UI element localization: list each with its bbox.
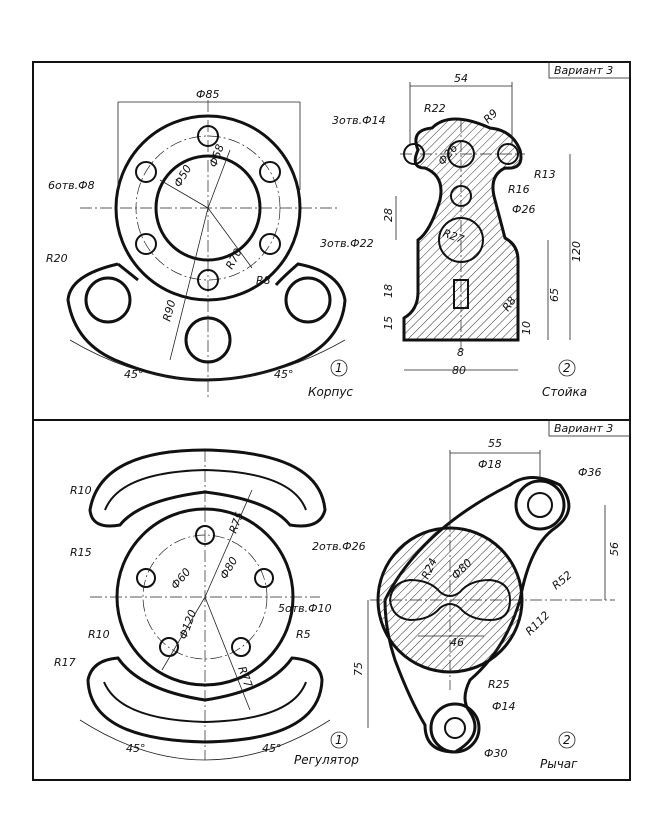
panel-2-variant: Вариант 3 — [554, 422, 613, 435]
regulyator-dim-45-left: 45° — [126, 742, 146, 755]
korpus-name: Корпус — [308, 385, 353, 399]
rychag-number: 2 — [563, 733, 571, 747]
rychag-dim-r25: R25 — [488, 678, 510, 691]
stoyka-dim-28: 28 — [382, 208, 395, 222]
korpus-dim-d85: Ф85 — [196, 88, 219, 101]
stoyka-dim-120: 120 — [570, 241, 583, 262]
korpus-number: 1 — [335, 361, 343, 375]
korpus-dim-45-left: 45° — [124, 368, 144, 381]
stoyka-dim-8: 8 — [457, 346, 464, 359]
korpus-dim-45-right: 45° — [274, 368, 294, 381]
rychag-dim-2holes: 2отв.Ф26 — [312, 540, 366, 553]
stoyka-number-circle — [558, 359, 576, 377]
regulyator-dim-r15: R15 — [70, 546, 92, 559]
regulyator-dim-d80: Ф80 — [217, 555, 240, 582]
rychag-dim-46: 46 — [450, 636, 464, 649]
stoyka-dim-r13: R13 — [534, 168, 556, 181]
korpus-dim-3holes: 3отв.Ф22 — [320, 237, 374, 250]
regulyator-dim-r5: R5 — [296, 628, 311, 641]
stoyka-dim-10: 10 — [520, 321, 533, 335]
regulyator-dim-r10-top: R10 — [70, 484, 92, 497]
rychag-dim-d14: Ф14 — [492, 700, 515, 713]
stoyka-dim-15: 15 — [382, 316, 395, 330]
korpus-dim-6holes: 6отв.Ф8 — [48, 179, 95, 192]
panel-2-variant-box — [548, 419, 631, 437]
korpus-dim-r90: R90 — [160, 299, 178, 323]
rychag-dim-r112: R112 — [523, 609, 552, 638]
stoyka-name: Стойка — [542, 385, 587, 399]
regulyator-dim-d60: Ф60 — [168, 566, 193, 592]
regulyator-number: 1 — [335, 733, 343, 747]
rychag-dim-r52: R52 — [550, 568, 575, 592]
regulyator-dim-r17: R17 — [54, 656, 76, 669]
stoyka-dim-d26: Ф26 — [512, 203, 535, 216]
panel-2-frame — [32, 419, 631, 781]
korpus-number-circle — [330, 359, 348, 377]
regulyator-dim-d120: Ф120 — [177, 608, 200, 641]
regulyator-name: Регулятор — [294, 753, 359, 767]
rychag-dim-d30: Ф30 — [484, 747, 507, 760]
panel-1-variant: Вариант 3 — [554, 64, 613, 77]
korpus-dim-r70: R70 — [223, 246, 245, 271]
rychag-dim-d36: Ф36 — [578, 466, 601, 479]
rychag-dim-d18: Ф18 — [478, 458, 501, 471]
rychag-dim-75: 75 — [352, 662, 365, 676]
rychag-number-circle — [558, 731, 576, 749]
stoyka-dim-3holes: 3отв.Ф14 — [332, 114, 386, 127]
stoyka-dim-54: 54 — [454, 72, 468, 85]
rychag-dim-56: 56 — [608, 542, 621, 556]
part-stoyka — [395, 82, 571, 371]
stoyka-dim-r16: R16 — [508, 183, 530, 196]
stoyka-number: 2 — [563, 361, 571, 375]
part-korpus — [66, 100, 347, 400]
regulyator-dim-5holes: 5отв.Ф10 — [278, 602, 332, 615]
regulyator-number-circle — [330, 731, 348, 749]
rychag-name: Рычаг — [540, 757, 578, 771]
stoyka-dim-80: 80 — [452, 364, 466, 377]
stoyka-dim-r22: R22 — [424, 102, 446, 115]
panel-1-variant-box — [548, 61, 631, 79]
korpus-dim-r20: R20 — [46, 252, 68, 265]
regulyator-dim-45-right: 45° — [262, 742, 282, 755]
regulyator-dim-r77: R77 — [235, 665, 255, 690]
stoyka-dim-r9: R9 — [481, 107, 501, 127]
regulyator-dim-r10-bottom: R10 — [88, 628, 110, 641]
korpus-dim-r8: R8 — [256, 274, 271, 287]
part-rychag — [367, 450, 615, 754]
stoyka-dim-65: 65 — [548, 288, 561, 302]
rychag-dim-55: 55 — [488, 437, 502, 450]
part-regulyator — [79, 448, 331, 761]
stoyka-dim-18: 18 — [382, 284, 395, 298]
